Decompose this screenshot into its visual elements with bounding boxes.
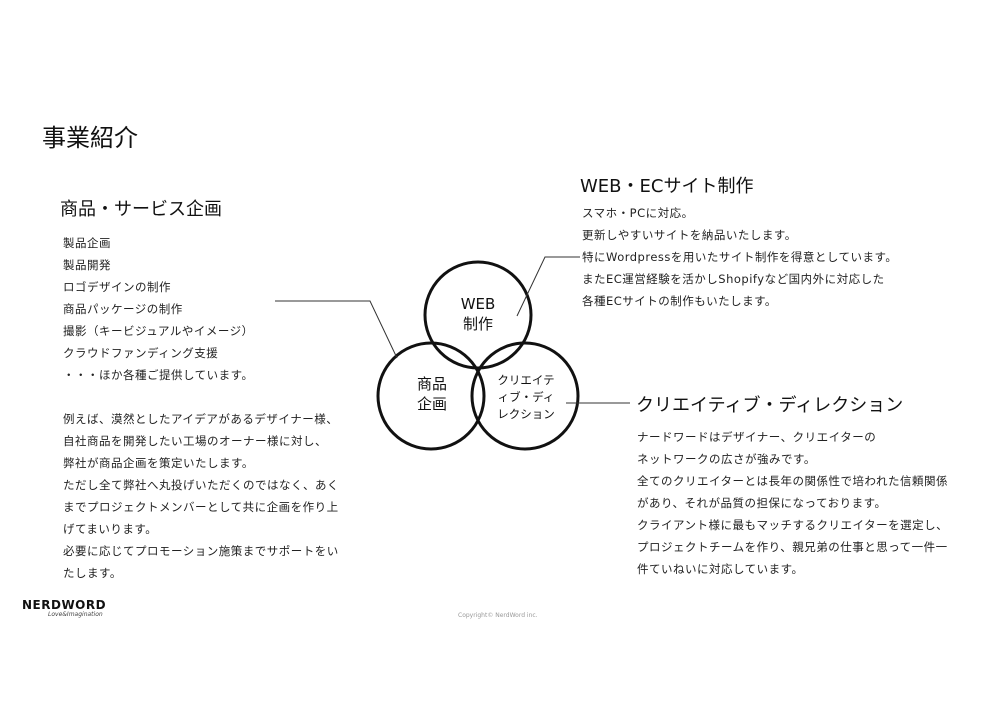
product-item: 撮影（キービジュアルやイメージ） [63,324,254,338]
web-line: またEC運営経験を活かしShopifyなど国内外に対応した [582,272,885,286]
web-text: スマホ・PCに対応。 更新しやすいサイトを納品いたします。 特にWordpres… [582,202,897,312]
creative-line: プロジェクトチームを作り、親兄弟の仕事と思って一件一 [637,540,948,554]
product-description-line: ただし全て弊社へ丸投げいただくのではなく、あく [63,478,339,492]
venn-web-line: WEB [460,295,496,313]
creative-line: クライアント様に最もマッチするクリエイターを選定し、 [637,518,949,532]
web-line: 特にWordpressを用いたサイト制作を得意としています。 [582,250,898,264]
venn-label-creative: クリエイテ ィブ・ディ レクション [488,372,564,423]
circle-product [376,341,486,451]
connector-product [275,300,398,359]
product-item: 製品開発 [63,258,111,272]
circle-creative [470,341,580,451]
product-description-line: 例えば、漠然としたアイデアがあるデザイナー様、 [63,412,339,426]
product-description-line: たします。 [63,566,122,580]
product-item: 商品パッケージの制作 [63,302,183,316]
page-title: 事業紹介 [42,124,138,152]
connector-web [516,256,580,317]
product-description-line: 自社商品を開発したい工場のオーナー様に対し、 [63,434,327,448]
creative-line: があり、それが品質の担保になっております。 [637,496,887,510]
creative-line: 件ていねいに対応しています。 [637,562,804,576]
product-heading: 商品・サービス企画 [60,199,222,220]
venn-creative-line: レクション [497,407,555,421]
product-item: ロゴデザインの制作 [63,280,171,294]
product-item: ・・・ほか各種ご提供しています。 [63,368,254,382]
creative-heading: クリエイティブ・ディレクション [636,395,904,416]
web-heading: WEB・ECサイト制作 [580,176,754,197]
product-item: クラウドファンディング支援 [63,346,219,360]
creative-line: 全てのクリエイターとは長年の関係性で培われた信頼関係 [637,474,948,488]
web-line: スマホ・PCに対応。 [582,206,694,220]
venn-creative-line: ィブ・ディ [497,390,555,404]
product-description-line: までプロジェクトメンバーとして共に企画を作り上 [63,500,339,514]
creative-line: ネットワークの広さが強みです。 [637,452,816,466]
product-description-line: 必要に応じてプロモーション施策までサポートをい [63,544,339,558]
venn-product-line: 商品 [416,375,447,393]
copyright: Copyright© NerdWord inc. [458,612,538,619]
venn-label-web: WEB 制作 [448,294,508,334]
logo-tagline: Love&Imagination [48,611,103,618]
product-item: 製品企画 [63,236,111,250]
venn-label-product: 商品 企画 [402,374,462,414]
venn-product-line: 企画 [416,395,447,413]
venn-web-line: 制作 [462,315,493,333]
web-line: 各種ECサイトの制作もいたします。 [582,294,777,308]
creative-text: ナードワードはデザイナー、クリエイターの ネットワークの広さが強みです。 全ての… [637,426,948,580]
creative-line: ナードワードはデザイナー、クリエイターの [637,430,877,444]
product-description-line: げてまいります。 [63,522,158,536]
circle-web [423,260,533,370]
product-text: 製品企画 製品開発 ロゴデザインの制作 商品パッケージの制作 撮影（キービジュア… [63,232,339,584]
company-logo: NERDWORD [22,598,107,612]
product-description-line: 弊社が商品企画を策定いたします。 [63,456,254,470]
web-line: 更新しやすいサイトを納品いたします。 [582,228,797,242]
venn-creative-line: クリエイテ [497,373,555,387]
